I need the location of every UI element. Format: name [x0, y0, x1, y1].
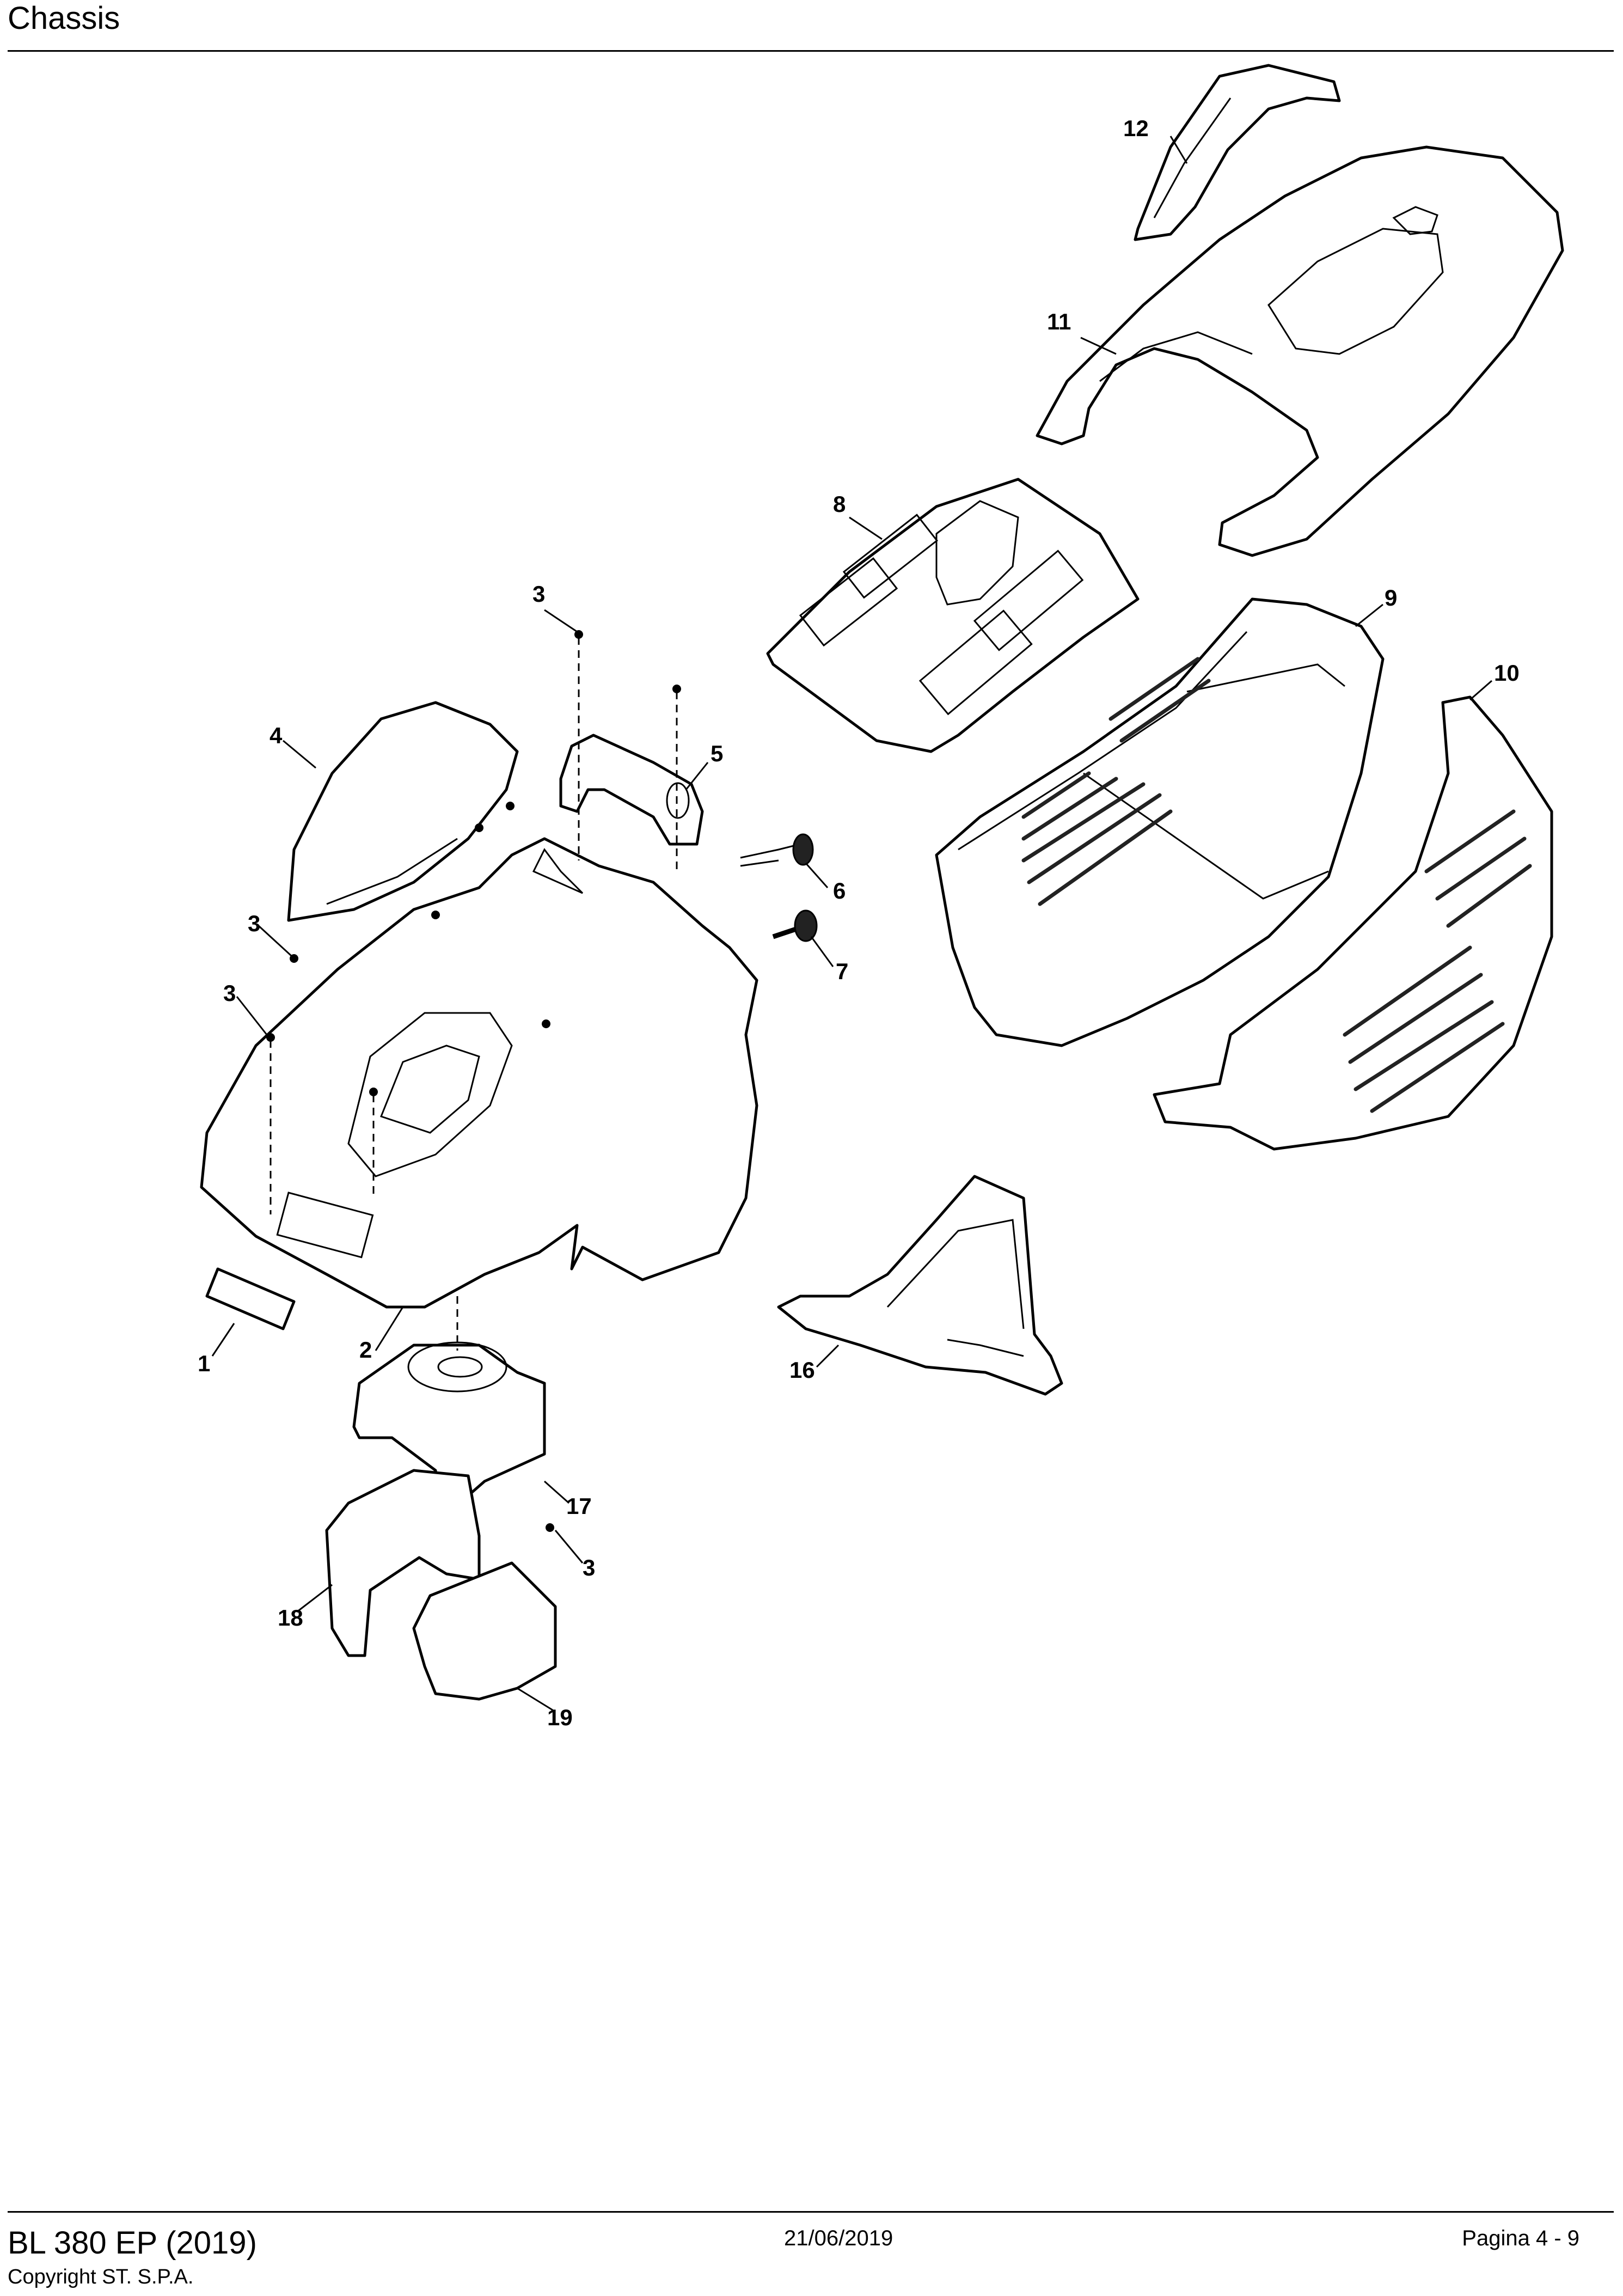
part-2-chassis-housing[interactable] — [200, 837, 758, 1309]
callout-8: 8 — [833, 491, 846, 517]
part-18-lower-shield[interactable] — [325, 1469, 481, 1657]
page-title: Chassis — [8, 1, 120, 36]
callout-4: 4 — [270, 723, 283, 748]
part-5-carry-handle[interactable] — [559, 734, 704, 846]
callout-12: 12 — [1123, 115, 1149, 141]
callout-6: 6 — [833, 878, 846, 903]
part-8-label-panel[interactable] — [766, 478, 1140, 753]
footer-date: 21/06/2019 — [784, 2226, 893, 2250]
callout-9: 9 — [1385, 585, 1397, 610]
callout-3b: 3 — [248, 911, 260, 936]
callout-11: 11 — [1047, 309, 1071, 334]
part-1-cap[interactable] — [205, 1267, 296, 1330]
part-19-side-shield[interactable] — [412, 1561, 557, 1701]
callout-16: 16 — [789, 1357, 815, 1383]
leader-lines — [211, 136, 1492, 1711]
part-10-catcher-shell[interactable] — [1153, 695, 1553, 1151]
footer-copyright: Copyright ST. S.P.A. — [8, 2266, 194, 2288]
callout-3a: 3 — [532, 581, 545, 607]
callout-1: 1 — [198, 1351, 210, 1376]
header-divider — [8, 50, 1614, 52]
footer-page-number: Pagina 4 - 9 — [1462, 2226, 1579, 2250]
part-16-discharge-flap[interactable] — [777, 1175, 1063, 1396]
callout-7: 7 — [836, 958, 848, 984]
callout-3c: 3 — [223, 980, 236, 1006]
callout-17: 17 — [566, 1493, 592, 1519]
footer-model: BL 380 EP (2019) — [8, 2225, 257, 2261]
footer-divider — [8, 2211, 1614, 2213]
part-12-handle-grip[interactable] — [1134, 64, 1341, 241]
callout-10: 10 — [1494, 660, 1520, 686]
callout-3d: 3 — [583, 1555, 595, 1580]
callout-19: 19 — [547, 1705, 573, 1730]
screws — [266, 630, 681, 1532]
part-9-grass-catcher[interactable] — [935, 597, 1385, 1047]
part-6-spring[interactable] — [740, 833, 814, 867]
basket-grille — [1021, 657, 1211, 906]
callout-labels: 12 11 8 9 10 3 4 5 6 7 3 3 1 2 16 17 3 1… — [198, 115, 1520, 1730]
callout-2: 2 — [359, 1337, 372, 1363]
part-11-rear-cover[interactable] — [1036, 145, 1564, 557]
callout-5: 5 — [711, 741, 723, 766]
shell-grille — [1343, 809, 1532, 1113]
part-4-cover[interactable] — [287, 701, 519, 922]
callout-18: 18 — [278, 1605, 303, 1631]
part-7-pin[interactable] — [772, 909, 818, 942]
